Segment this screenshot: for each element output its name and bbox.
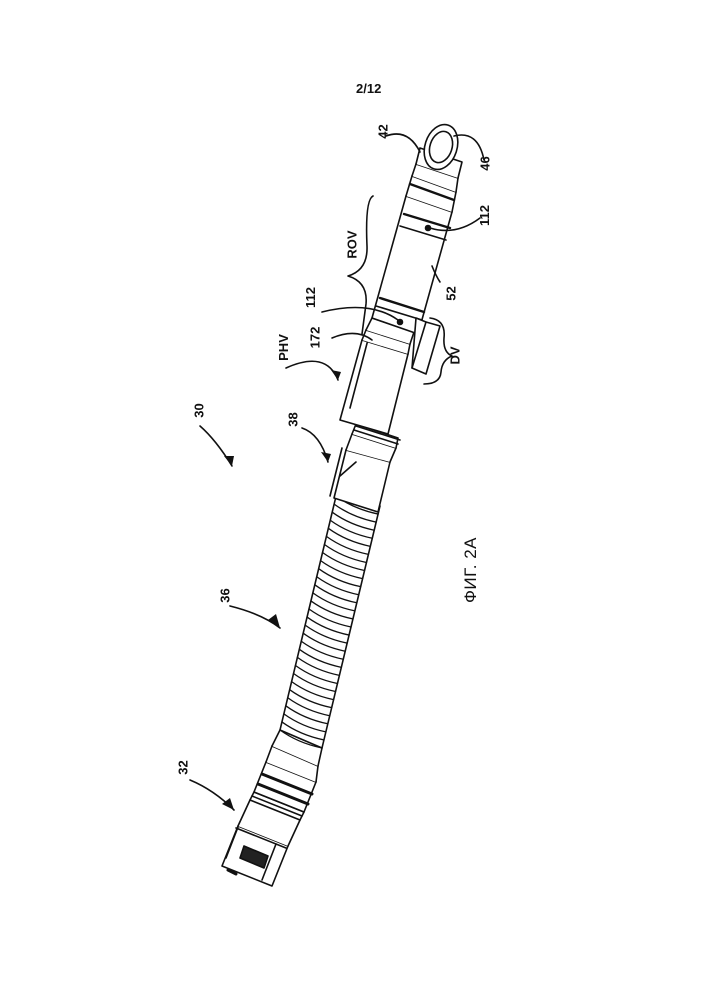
leader-42 — [386, 134, 420, 152]
ref-label-30: 30 — [192, 403, 207, 417]
ref-label-38: 38 — [286, 412, 301, 426]
corrugated-hose-36 — [280, 488, 380, 748]
rov-brace — [348, 196, 373, 334]
ref-label-112-upper: 112 — [477, 205, 492, 226]
ref-label-phv: PHV — [276, 334, 291, 361]
ref-label-42: 42 — [376, 124, 391, 138]
figure-caption: ФИГ. 2А — [461, 537, 481, 603]
hose-corrugations — [280, 488, 380, 748]
ref-label-rov: ROV — [345, 230, 360, 258]
dv-bracket — [412, 318, 440, 374]
ref-label-dv: DV — [448, 346, 463, 364]
ref-label-36: 36 — [218, 588, 233, 602]
phv-section — [340, 318, 414, 434]
leader-phv — [286, 361, 338, 380]
ref-label-32: 32 — [176, 760, 191, 774]
ref-label-46: 46 — [478, 156, 493, 170]
leader-38 — [302, 428, 328, 462]
ref-label-112-lower: 112 — [303, 287, 318, 308]
hex-coupling-38 — [330, 424, 400, 512]
page-number: 2/12 — [356, 81, 381, 96]
leader-30 — [200, 426, 232, 466]
lower-collar — [254, 730, 322, 812]
ref-label-52: 52 — [444, 286, 459, 300]
ref-label-172: 172 — [307, 327, 322, 349]
top-fitting-42 — [406, 120, 463, 212]
